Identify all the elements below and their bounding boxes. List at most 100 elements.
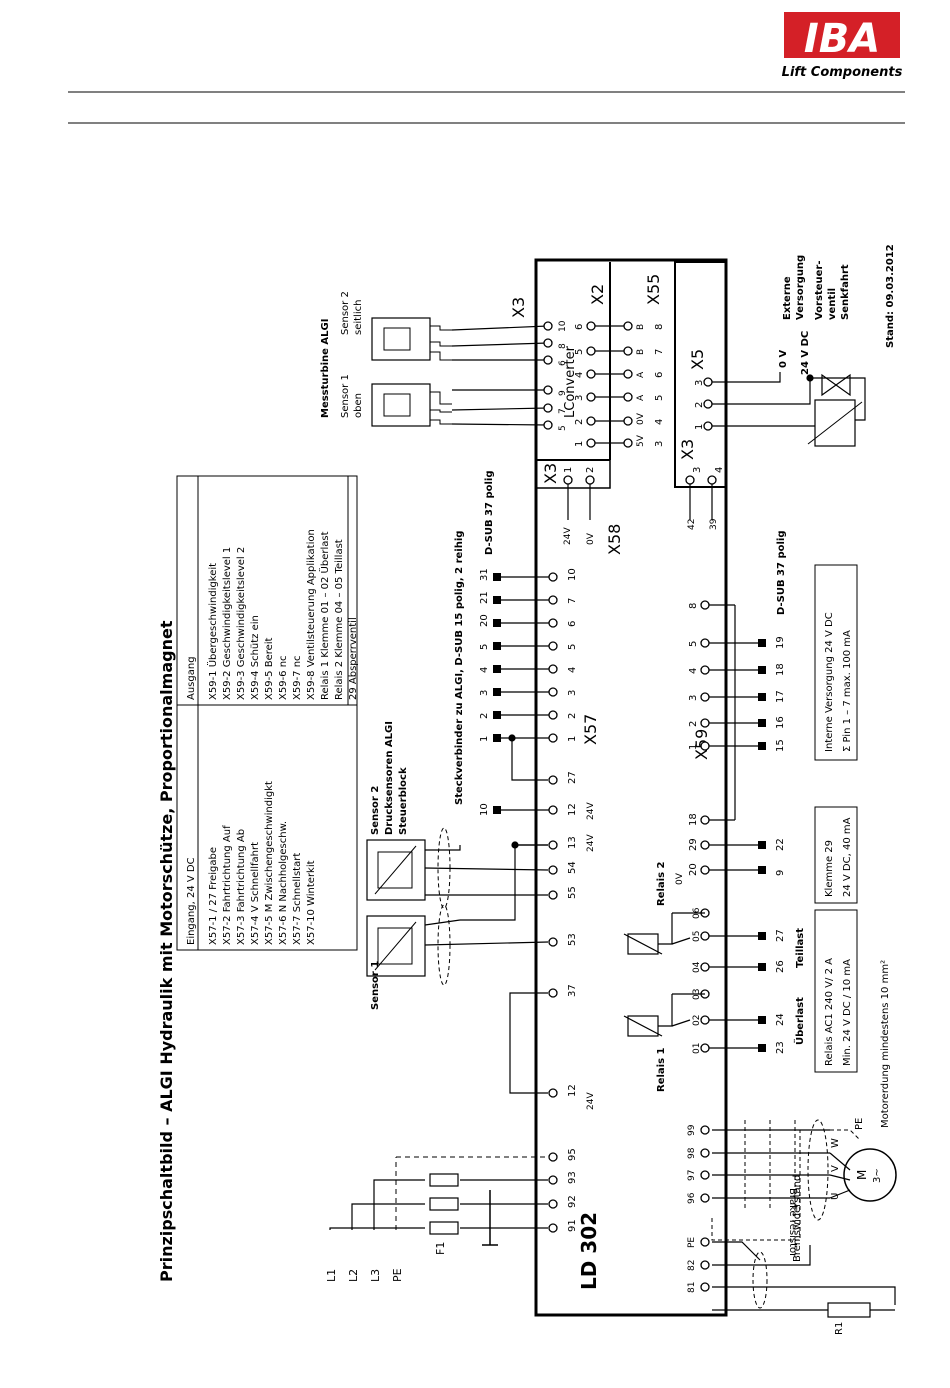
pin-number: 3 — [479, 690, 490, 696]
input-row: X57-7 Schnellstart — [292, 853, 303, 945]
connector-pin — [758, 963, 766, 971]
pin-number: 7 — [654, 349, 665, 355]
pin-number: 1 — [694, 424, 705, 430]
terminal-pin — [623, 321, 633, 331]
flow-sensor-1 — [371, 383, 452, 427]
terminal-pin — [586, 346, 596, 356]
messturbine-wires — [451, 325, 549, 426]
connector-pin — [758, 932, 766, 940]
brake-wiring — [712, 1241, 896, 1311]
brand-logo: IBA Lift Components — [782, 12, 903, 80]
pin-number: 1 — [479, 736, 490, 742]
pin-number: 98 — [687, 1147, 697, 1159]
label-sensor2-seitlich-2: seitlich — [353, 300, 364, 335]
pin-number: 24V — [586, 834, 596, 852]
interne-versorgung-line2: Σ Pin 1 – 7 max. 100 mA — [842, 630, 853, 752]
terminal-pin — [703, 377, 713, 387]
terminal-pin — [543, 403, 553, 413]
terminal-pin — [548, 1152, 558, 1162]
label-dsub37-b: D-SUB 37 polig — [776, 530, 787, 615]
terminal-pin — [548, 1175, 558, 1185]
terminal-pin — [685, 475, 695, 485]
terminal-pin — [586, 416, 596, 426]
label-vorsteuerventil: Vorsteuer- — [814, 261, 825, 321]
connector-pin — [493, 573, 501, 581]
terminal-pin — [700, 815, 710, 825]
relais-spec-line2: Min. 24 V DC / 10 mA — [842, 959, 853, 1066]
page-title: Prinzipschaltbild – ALGI Hydraulik mit M… — [157, 620, 176, 1282]
pin-number: B — [636, 349, 646, 355]
pin-number: 42 — [687, 519, 697, 530]
terminal-pin — [700, 1148, 710, 1158]
connector-pin — [493, 711, 501, 719]
pin-number: 55 — [567, 886, 578, 899]
terminal-pin — [700, 1170, 710, 1180]
label-sensor1-oben-2: oben — [353, 393, 364, 418]
interne-versorgung-line1: Interne Versorgung 24 V DC — [824, 612, 835, 752]
pin-number: 3 — [694, 380, 705, 386]
pin-number: 8 — [688, 603, 699, 609]
pin-number: 19 — [775, 636, 786, 649]
label-l1: L1 — [325, 1269, 338, 1282]
pin-number: 27 — [775, 929, 786, 942]
pin-number: 8 — [558, 343, 568, 349]
input-row: X57-1 / 27 Freigabe — [208, 847, 219, 945]
pin-number: 4 — [654, 419, 665, 425]
label-relais1: Relais 1 — [656, 1047, 667, 1092]
klemme29-line1: Klemme 29 — [824, 840, 835, 897]
connector-pin — [758, 742, 766, 750]
pin-number: 21 — [479, 591, 490, 604]
pin-number: 24 — [775, 1013, 786, 1026]
pin-number: 27 — [567, 771, 578, 784]
x5-wiring — [712, 372, 866, 427]
label-x3-top: X3 — [509, 297, 528, 318]
label-messturbine: Messturbine ALGI — [320, 319, 331, 418]
label-x57: X57 — [581, 714, 600, 745]
pin-number: 26 — [775, 960, 786, 973]
pin-number: 1 — [567, 736, 578, 742]
pin-number: 05 — [692, 931, 702, 942]
pin-number: 5 — [567, 644, 578, 650]
terminal-pin — [700, 1260, 710, 1270]
terminal-pin — [548, 710, 558, 720]
label-ext-versorgung: Externe — [782, 276, 793, 320]
pressure-sensor-wires — [424, 841, 549, 946]
terminal-pin — [700, 1237, 710, 1247]
pin-number: PE — [687, 1237, 697, 1248]
terminal-pin — [548, 687, 558, 697]
pin-number: 53 — [567, 933, 578, 946]
connector-pin — [758, 666, 766, 674]
output-row: 29 Absperrventil — [348, 617, 359, 700]
label-24vdc: 24 V DC — [800, 331, 811, 375]
label-l3: L3 — [369, 1269, 382, 1282]
output-row: Relais 1 Klemme 01 – 02 Überlast — [318, 531, 331, 700]
pin-number: 2 — [567, 713, 578, 719]
pin-number: 4 — [479, 667, 490, 673]
pin-number: 10 — [558, 320, 568, 332]
label-bremswiderstand: Bremswiderstand — [792, 1175, 803, 1262]
pin-number: 6 — [567, 621, 578, 627]
terminal-pin — [700, 1193, 710, 1203]
terminal-pin — [586, 321, 596, 331]
terminal-pin — [623, 416, 633, 426]
input-row: X57-10 Winterkit — [306, 860, 317, 945]
terminal-pin — [548, 865, 558, 875]
pin-number: 5 — [688, 641, 699, 647]
pin-number: 7 — [558, 408, 568, 414]
input-table-header: Eingang, 24 V DC — [186, 857, 197, 945]
pin-number: 31 — [479, 568, 490, 581]
logo-subtitle: Lift Components — [782, 65, 903, 80]
pin-number: 1 — [688, 744, 699, 750]
proportional-valve — [807, 373, 863, 447]
terminal-pin — [586, 392, 596, 402]
pin-number: 10 — [479, 803, 490, 816]
fuse-f1 — [429, 1173, 459, 1235]
terminal-pin — [548, 937, 558, 947]
terminal-pin — [548, 890, 558, 900]
connector-pin — [758, 719, 766, 727]
label-sensor1: Sensor 1 — [370, 961, 381, 1010]
label-sensor2-c: Steuerblock — [398, 767, 409, 835]
pin-number: 6 — [558, 360, 568, 366]
pin-number: 54 — [567, 861, 578, 874]
pin-number: 17 — [775, 690, 786, 703]
